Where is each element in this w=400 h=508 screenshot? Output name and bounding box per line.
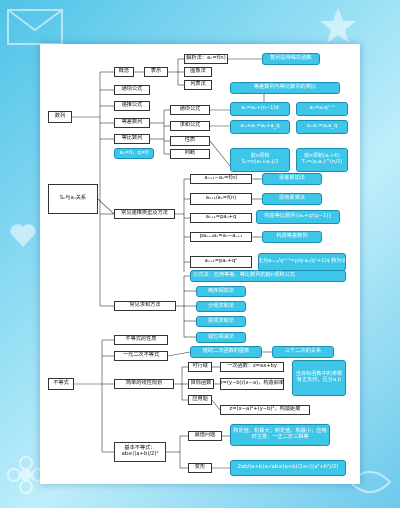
node-analogy: 等差数列与等比数列的类比 xyxy=(230,82,340,94)
root-inequality: 不等式 xyxy=(48,378,74,390)
node-sum1: 倒序相加法 xyxy=(196,286,246,297)
node-rec2: aₙ₊₁/aₙ=f(n) xyxy=(190,193,252,205)
node-param-note: 当目标函数中的参数有正负时，区分a,b xyxy=(292,360,346,396)
node-extreme: 最值问题 xyxy=(188,431,222,441)
node-sum3: 裂项求和法 xyxy=(196,316,246,327)
node-linear-prog: 简单的线性规划 xyxy=(114,379,174,389)
node-rec3-method: 构造等比数列{aₙ+q/(p−1)} xyxy=(256,210,340,224)
node-sum2: 分组求和法 xyxy=(196,301,246,312)
node-ar-sum: 前n项和 Sₙ=n(a₁+aₙ)/2 xyxy=(230,148,290,172)
node-ineq-nature: 不等式的性质 xyxy=(114,335,168,345)
node-linear-obj: 一次函数：z=ax+by xyxy=(220,362,284,372)
node-rec2-method: 逐商累乘法 xyxy=(262,193,322,205)
node-general-term: 通项公式 xyxy=(114,85,150,95)
node-representation: 表示 xyxy=(144,67,168,77)
node-application: 应用题 xyxy=(188,395,212,405)
node-graph: 图象法 xyxy=(184,67,212,77)
node-transform: 变形 xyxy=(188,463,212,473)
envelope-icon xyxy=(7,9,63,45)
node-objective: 目标函数 xyxy=(188,379,214,389)
node-basic-ineq: 基本不等式：ab≤((a+b)/2)² xyxy=(114,442,166,462)
node-rec5: aₙ₊₁=paₙ+qⁿ xyxy=(190,256,252,268)
node-condition: a₁≠0，q≠0 xyxy=(114,148,154,159)
node-formula-general: 通项公式 xyxy=(170,105,210,115)
node-extreme-note: 和定值，积最大；积定值，和最小；应用时注意：一正二定三相等 xyxy=(230,424,330,446)
star-icon xyxy=(320,8,356,43)
node-slope: z=(y−b)/(x−a)，构造斜率 xyxy=(220,378,284,390)
node-ar-prop: aₘ+aₙ=aₚ+a_q xyxy=(230,120,290,134)
flower-icon xyxy=(7,456,45,494)
node-rec3: aₙ₊₁=paₙ+q xyxy=(190,213,252,223)
node-distance: z=(x−a)²+(y−b)²，构造距离 xyxy=(220,405,310,415)
node-rec5-method: 化为aₙ₊₁/qⁿ⁺¹=p/q·aₙ/qⁿ+1/q 转为③ xyxy=(258,253,346,271)
heart-icon xyxy=(10,224,36,247)
node-ge-prop: aₘaₙ=aₚa_q xyxy=(296,120,348,134)
ar-sum-label: 前n项和 xyxy=(250,153,270,160)
node-ge-term: aₙ=a₁qⁿ⁻¹ xyxy=(296,102,348,116)
connector-lines xyxy=(70,58,272,469)
node-three-two: 三个二次的关系 xyxy=(272,346,334,358)
node-sum4: 错位相减法 xyxy=(196,332,246,343)
node-rec4-method: 构造等差数列 xyxy=(262,231,322,243)
node-ar-term: aₙ=a₁+(n−1)d xyxy=(230,102,290,116)
node-analytic: 解析法：aₙ=f(n) xyxy=(184,54,228,64)
node-table: 列表法 xyxy=(184,80,212,90)
node-sum0: 公式法：应用等差、等比数列的前n项和公式 xyxy=(190,270,346,282)
node-ineq-quadratic: 一元二次不等式 xyxy=(114,351,168,361)
node-feasible: 可行域 xyxy=(188,362,212,372)
node-quad-note: 借助二次函数的图象 xyxy=(190,346,262,358)
ge-sum-formula: Tₙ=(a₁aₙ)^(n/2) xyxy=(301,159,343,165)
node-rec4: paₙ₊₁aₙ=aₙ−aₙ₊₁ xyxy=(190,232,252,242)
node-chain: 2ab/(a+b)≤√ab≤(a+b)/2≤√((a²+b²)/2) xyxy=(230,460,346,476)
node-property: 性质 xyxy=(170,136,210,146)
node-geometric: 等比数列 xyxy=(114,134,150,144)
node-formula-sum: 求和公式 xyxy=(170,121,210,131)
node-sn-relation: Sₙ与aₙ关系 xyxy=(48,184,98,214)
node-rec1: aₙ₊₁−aₙ=f(n) xyxy=(190,174,252,184)
node-method-rec: 常见递推类型及方法 xyxy=(114,209,175,219)
ribbon-icon xyxy=(349,471,392,493)
node-recurrence: 递推公式 xyxy=(114,101,150,111)
node-ge-sum: 前n项积(aₙ>0) Tₙ=(a₁aₙ)^(n/2) xyxy=(296,148,348,172)
mind-map-sheet: 数列 概念 表示 解析法：aₙ=f(n) 数列是特殊的函数 图象法 列表法 通项… xyxy=(40,44,360,484)
ge-sum-label: 前n项积(aₙ>0) xyxy=(304,153,340,160)
node-judge: 判断 xyxy=(170,149,210,159)
node-rec1-method: 逐差累加法 xyxy=(262,173,322,185)
ar-sum-formula: Sₙ=n(a₁+aₙ)/2 xyxy=(241,159,279,165)
node-special-fn: 数列是特殊的函数 xyxy=(262,53,320,65)
root-sequence: 数列 xyxy=(48,111,72,123)
node-concept: 概念 xyxy=(114,67,134,77)
node-method-sum: 常见求和方法 xyxy=(114,301,176,311)
node-arithmetic: 等差数列 xyxy=(114,118,150,128)
